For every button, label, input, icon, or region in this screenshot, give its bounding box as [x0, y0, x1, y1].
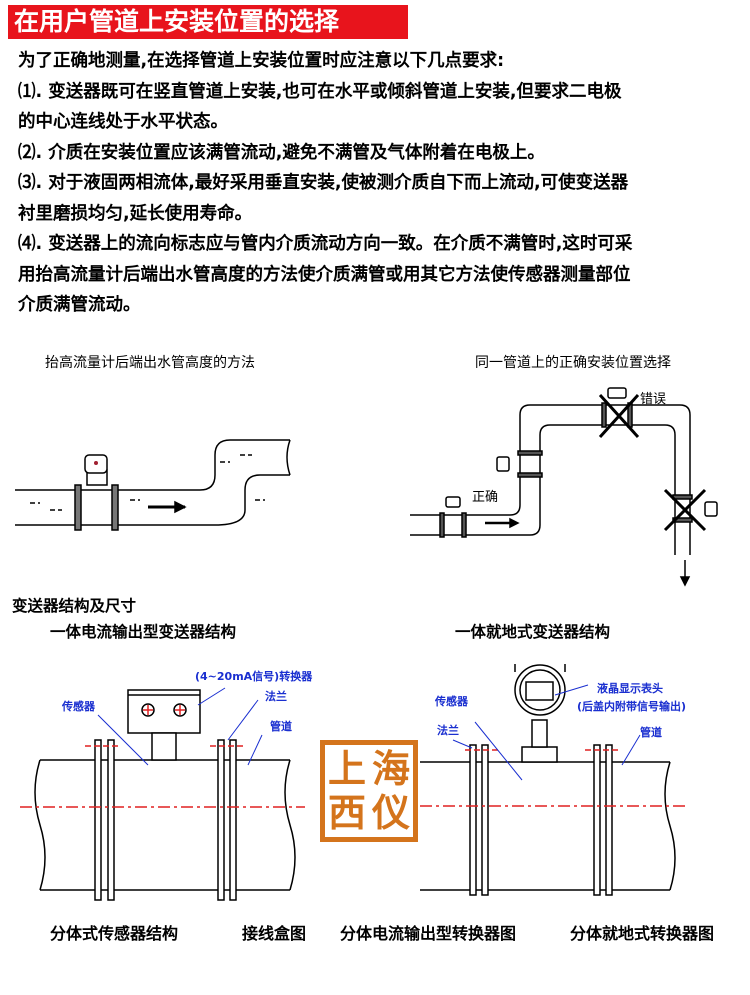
label-sensor-left: 传感器 [62, 700, 95, 713]
label-flange-left: 法兰 [265, 690, 287, 703]
paragraph-line: ⑷. 变送器上的流向标志应与管内介质流动方向一致。在介质不满管时,这时可采 [18, 234, 633, 254]
current-output-structure [20, 687, 305, 901]
label-flange-right: 法兰 [437, 724, 459, 737]
paragraph-line: ⑴. 变送器既可在竖直管道上安装,也可在水平或倾斜管道上安装,但要求二电极 [18, 81, 622, 102]
position-selection-diagram [410, 387, 718, 587]
label-pipe-left: 管道 [270, 720, 292, 733]
paragraph-line: 为了正确地测量,在选择管道上安装位置时应注意以下几点要求: [18, 51, 505, 71]
local-display-structure [420, 664, 685, 896]
label-converter: (4~20mA信号)转换器 [195, 670, 313, 683]
diagram-right-title: 同一管道上的正确安装位置选择 [475, 355, 671, 371]
caption-junction-box: 接线盒图 [242, 924, 307, 943]
raised-outlet-diagram [15, 439, 291, 531]
label-correct: 正确 [472, 490, 499, 505]
requirements-text: 为了正确地测量,在选择管道上安装位置时应注意以下几点要求: ⑴. 变送器既可在竖… [18, 46, 743, 321]
paragraph-line: 衬里磨损均匀,延长使用寿命。 [18, 203, 253, 224]
paragraph-line: ⑶. 对于液固两相流体,最好采用垂直安装,使被测介质自下而上流动,可使变送器 [18, 173, 629, 193]
caption-sensor: 分体式传感器结构 [50, 924, 179, 943]
paragraph-line: ⑵. 介质在安装位置应该满管流动,避免不满管及气体附着在电极上。 [18, 142, 545, 163]
label-wrong: 错误 [640, 392, 667, 407]
struct-right-title: 一体就地式变送器结构 [455, 623, 611, 641]
page-title: 在用户管道上安装位置的选择 [8, 5, 408, 39]
label-display-note: (后盖内附带信号输出) [577, 700, 687, 713]
watermark-stamp: 上海西仪 [320, 740, 418, 842]
label-pipe-right: 管道 [640, 726, 662, 739]
struct-left-title: 一体电流输出型变送器结构 [50, 623, 237, 641]
section-title: 变送器结构及尺寸 [12, 597, 137, 615]
paragraph-line: 的中心连线处于水平状态。 [18, 112, 228, 132]
paragraph-line: 介质满管流动。 [18, 295, 141, 315]
caption-current-converter: 分体电流输出型转换器图 [340, 924, 517, 943]
label-sensor-right: 传感器 [435, 695, 468, 708]
diagram-left-title: 抬高流量计后端出水管高度的方法 [45, 355, 255, 371]
caption-local-converter: 分体就地式转换器图 [570, 924, 715, 943]
paragraph-line: 用抬高流量计后端出水管高度的方法使介质满管或用其它方法使传感器测量部位 [18, 264, 631, 285]
label-display: 液晶显示表头 [597, 682, 663, 695]
